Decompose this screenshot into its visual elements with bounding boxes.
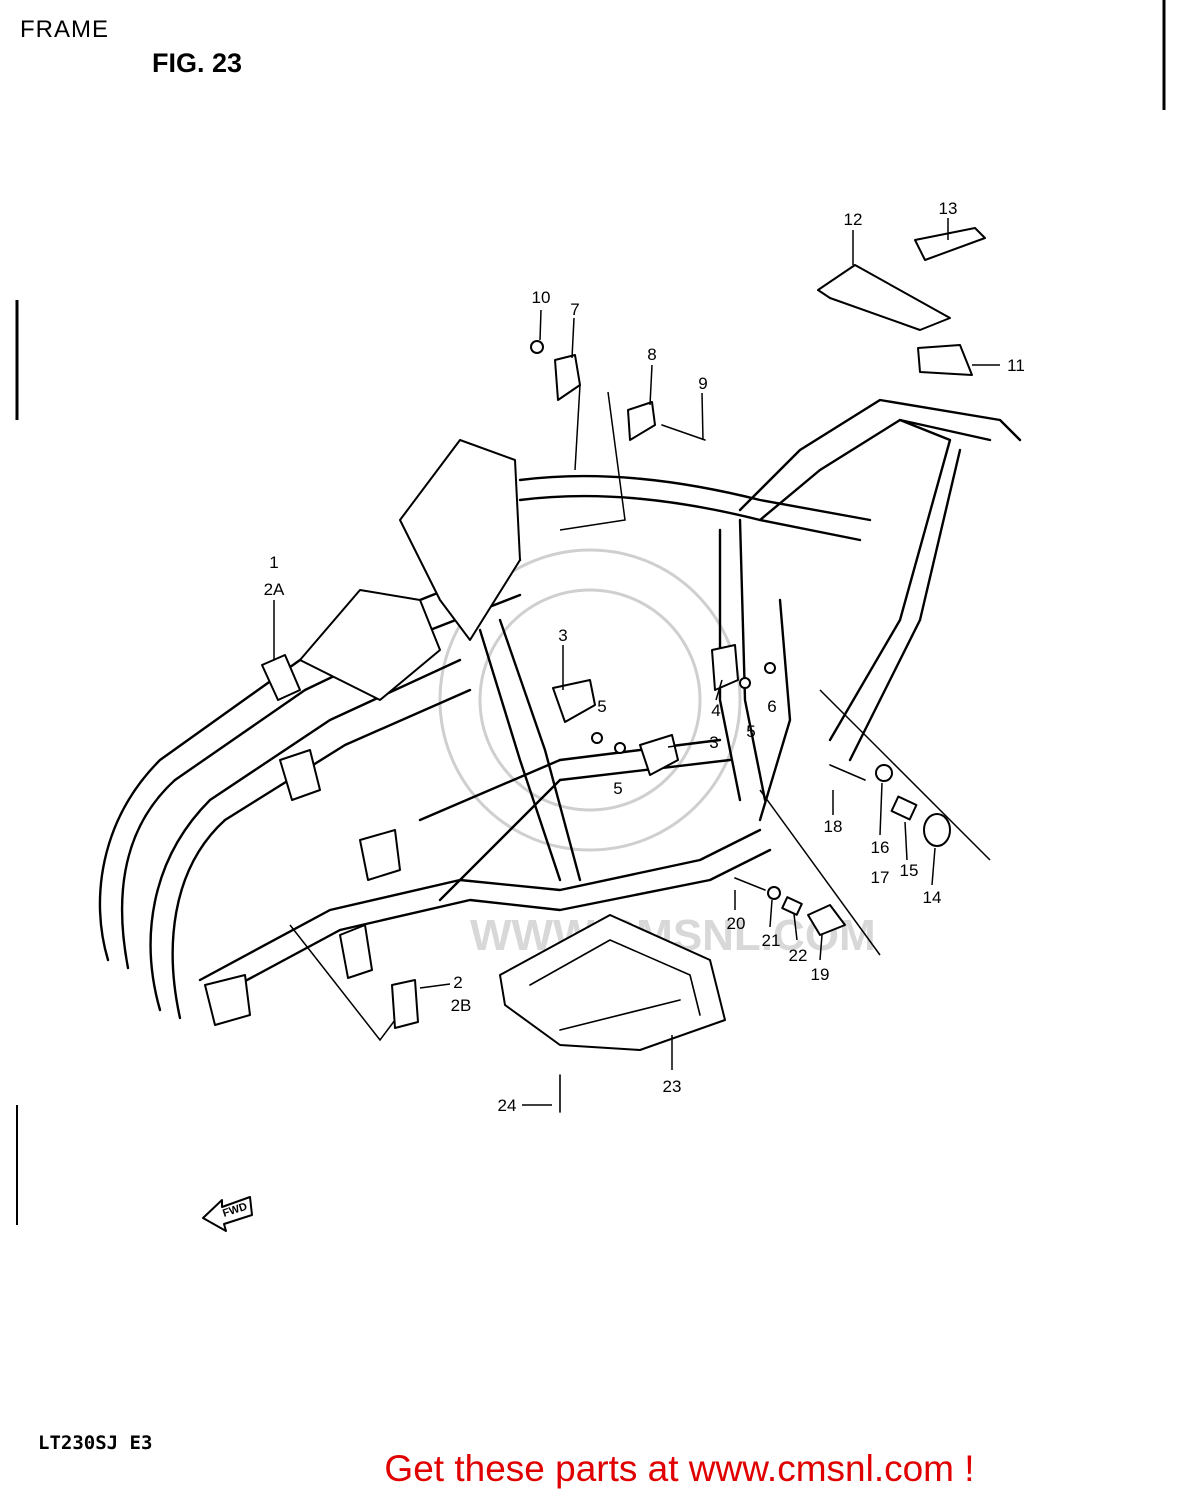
skid-plate <box>499 914 726 1051</box>
upper-parts <box>530 227 986 441</box>
label-21: 21 <box>762 931 781 950</box>
label-1: 1 <box>269 553 278 572</box>
label-15: 15 <box>900 861 919 880</box>
label-13: 13 <box>939 199 958 218</box>
label-2: 2 <box>453 973 462 992</box>
part-labels: 1 2A 2 2B 3 3 4 5 5 5 6 7 8 9 10 11 12 1… <box>264 199 1025 1115</box>
label-7: 7 <box>570 300 579 319</box>
label-22: 22 <box>789 946 808 965</box>
label-11: 11 <box>1007 356 1025 375</box>
fwd-arrow-icon: FWD <box>202 1196 253 1232</box>
label-18: 18 <box>824 817 843 836</box>
label-3a: 3 <box>558 626 567 645</box>
label-24: 24 <box>498 1096 517 1115</box>
label-19: 19 <box>811 965 830 984</box>
label-5a: 5 <box>597 697 606 716</box>
label-4: 4 <box>711 701 720 720</box>
label-14: 14 <box>923 888 942 907</box>
label-20: 20 <box>727 914 746 933</box>
model-code: LT230SJ E3 <box>38 1432 153 1454</box>
label-5b: 5 <box>613 779 622 798</box>
label-5c: 5 <box>746 722 755 741</box>
frame-drawing <box>98 398 1022 1026</box>
label-2a: 2A <box>264 580 285 599</box>
label-17: 17 <box>871 868 890 887</box>
label-2b: 2B <box>451 996 472 1015</box>
footer-link[interactable]: Get these parts at www.cmsnl.com ! <box>384 1448 975 1489</box>
label-23: 23 <box>663 1077 682 1096</box>
label-10: 10 <box>532 288 551 307</box>
figure-title: FIG. 23 <box>152 48 243 78</box>
label-6: 6 <box>767 697 776 716</box>
label-12: 12 <box>844 210 863 229</box>
label-9: 9 <box>698 374 707 393</box>
label-8: 8 <box>647 345 656 364</box>
label-3b: 3 <box>709 733 718 752</box>
leader-lines <box>273 218 1000 1106</box>
label-16: 16 <box>871 838 890 857</box>
right-parts <box>391 644 951 1113</box>
page-title: FRAME <box>20 16 109 43</box>
margin-marks <box>15 0 1166 1225</box>
